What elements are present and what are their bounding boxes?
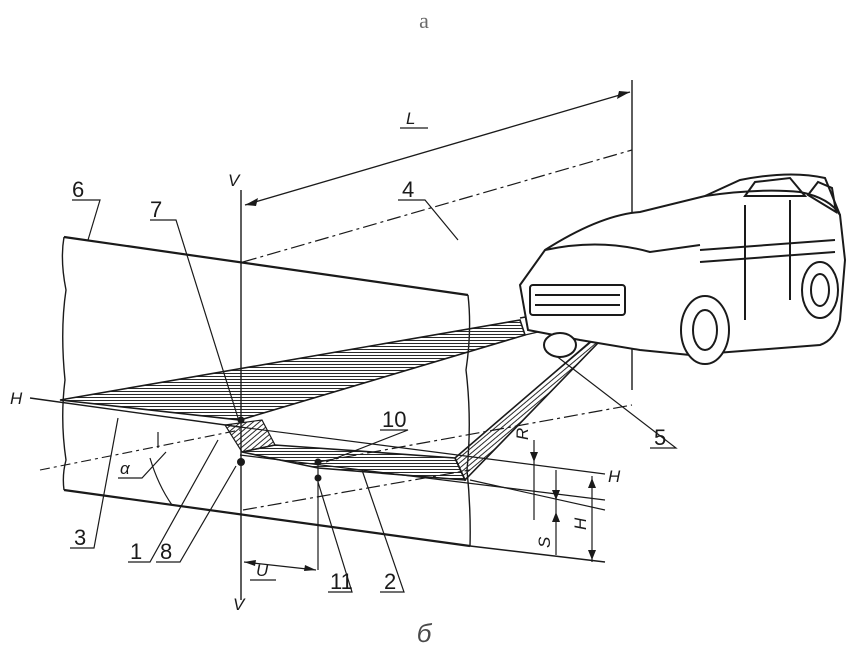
point-7 [237, 416, 245, 424]
label-8: 8 [160, 539, 172, 564]
screen-board [61, 235, 471, 548]
label-3: 3 [74, 525, 86, 550]
label-R: R [513, 428, 532, 440]
label-H-right: H [608, 467, 621, 486]
label-4: 4 [402, 177, 414, 202]
car-illustration [518, 173, 847, 365]
point-10 [314, 458, 322, 466]
point-11 [314, 474, 322, 482]
label-10: 10 [382, 407, 406, 432]
label-S: S [535, 536, 554, 548]
label-V-top: V [228, 171, 241, 190]
caption-bottom: б [416, 618, 432, 648]
caption-top: а [419, 8, 429, 33]
label-L: L [406, 109, 415, 128]
label-H-left: H [10, 389, 23, 408]
label-7: 7 [150, 197, 162, 222]
label-2: 2 [384, 569, 396, 594]
left-beam-zone [59, 319, 527, 421]
label-V-bottom: V [233, 595, 246, 614]
label-5: 5 [654, 425, 666, 450]
label-6: 6 [72, 177, 84, 202]
label-U: U [256, 561, 269, 580]
label-alpha: α [120, 459, 131, 478]
right-beam-zone [241, 444, 467, 481]
point-8 [237, 458, 245, 466]
label-11: 11 [330, 569, 353, 594]
label-H-dim: H [571, 517, 590, 530]
label-1: 1 [130, 539, 142, 564]
